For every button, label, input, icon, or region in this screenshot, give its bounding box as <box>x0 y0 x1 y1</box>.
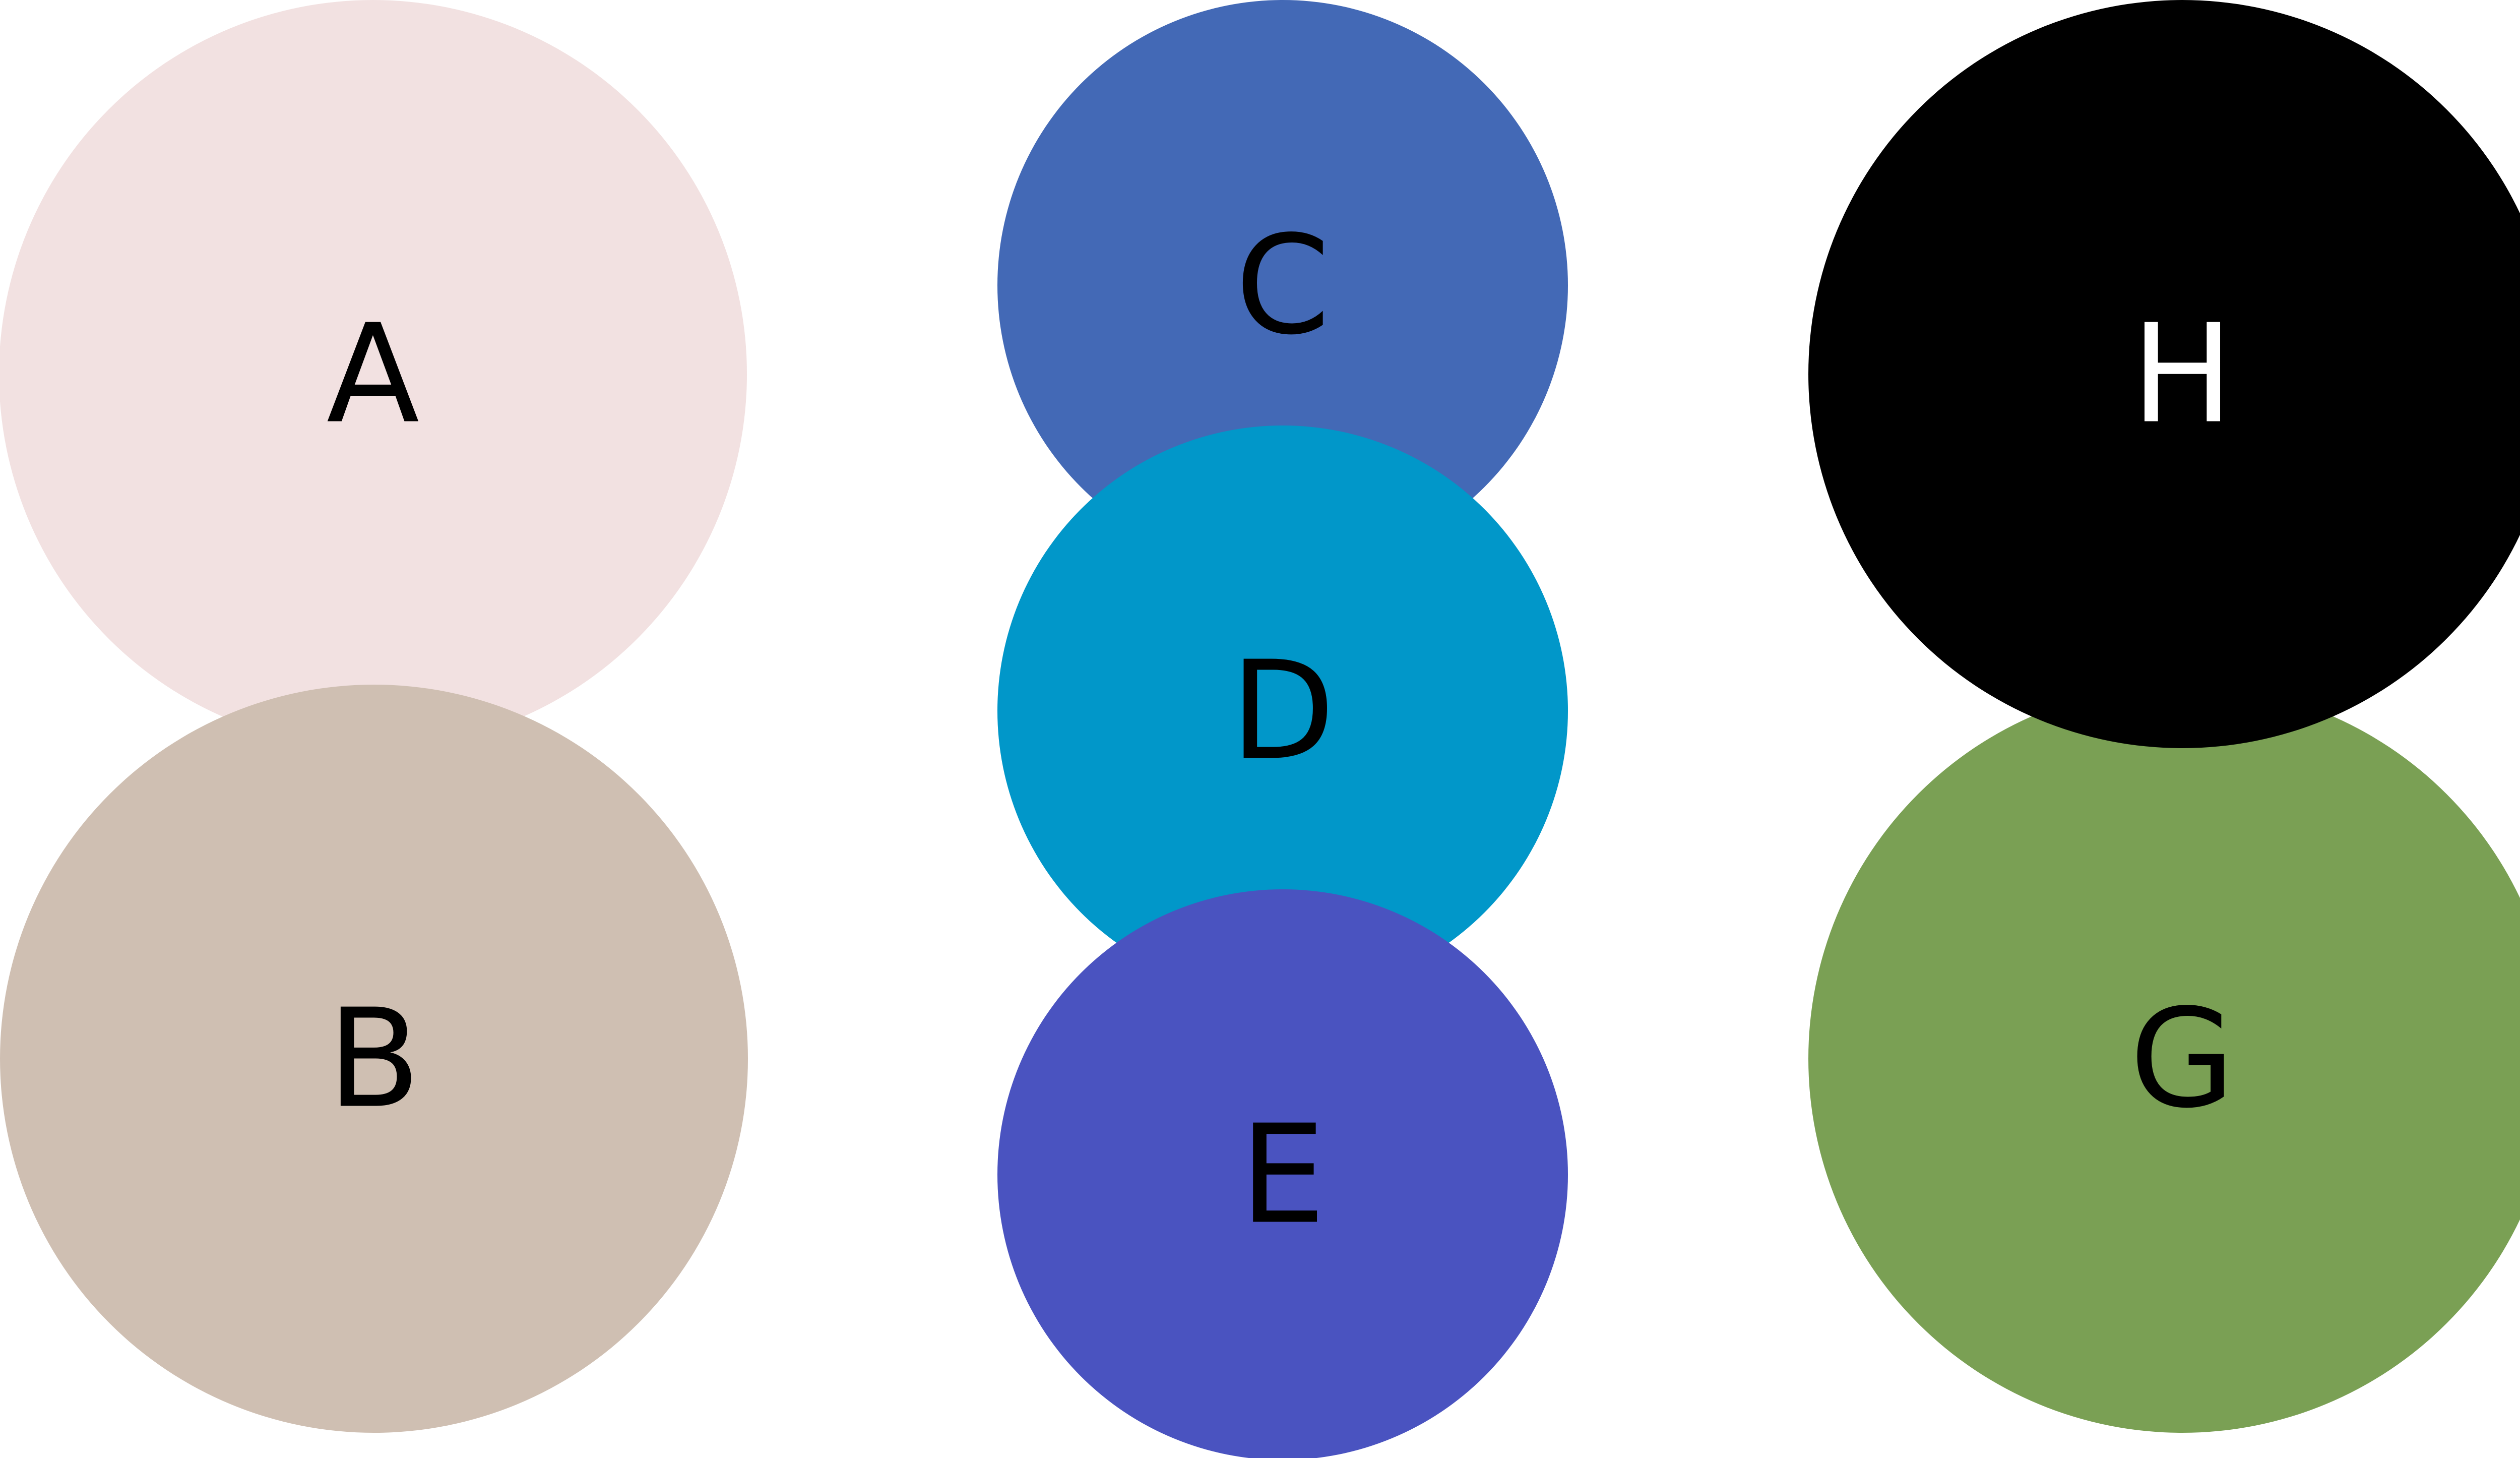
circle-label-b: B <box>327 980 420 1138</box>
circle-label-g: G <box>2129 980 2235 1138</box>
circle-shape-g <box>1808 685 2520 1433</box>
circle-label-d: D <box>1230 632 1335 791</box>
circle-shape-d <box>997 426 1568 996</box>
circle-h: H <box>1808 0 2520 748</box>
circle-g: G <box>1808 685 2520 1433</box>
circle-shape-c <box>997 0 1568 571</box>
circle-c: C <box>997 0 1568 571</box>
circle-label-a: A <box>327 295 420 454</box>
circle-a: A <box>0 0 747 748</box>
circle-label-c: C <box>1235 206 1331 365</box>
circle-d: D <box>997 426 1568 996</box>
circle-shape-a <box>0 0 747 748</box>
circle-b: B <box>0 685 748 1433</box>
circle-shape-b <box>0 685 748 1433</box>
circle-shape-h <box>1808 0 2520 748</box>
circle-shape-e <box>997 889 1568 1458</box>
circle-label-h: H <box>2131 295 2233 454</box>
circle-label-e: E <box>1240 1096 1326 1254</box>
circle-e: E <box>997 889 1568 1458</box>
